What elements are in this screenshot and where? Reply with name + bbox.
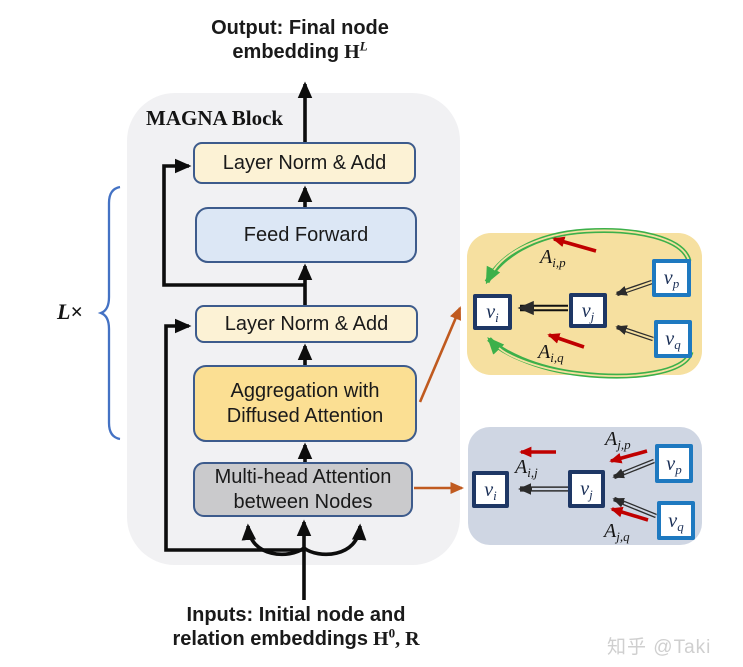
attention-label-ajq-base: A	[604, 520, 617, 542]
output-label-line2: embedding	[232, 41, 340, 63]
arrow-input-curve-right	[302, 523, 367, 557]
callout-arrow-aggregation	[418, 306, 462, 403]
residual-skip-upper	[162, 158, 305, 287]
block-layer-norm-mid: Layer Norm & Add	[195, 305, 418, 343]
onehop-node-vp-label: v	[666, 452, 676, 475]
attention-label-aiq: Ai,q	[538, 341, 564, 365]
onehop-node-vq-sub: q	[677, 518, 684, 534]
output-symbol-h: H	[344, 41, 360, 63]
block-multi-head-line1: Multi-head Attention	[214, 465, 392, 488]
attention-label-aiq-base: A	[538, 341, 551, 363]
input-symbol-h: H	[373, 628, 389, 650]
attention-label-aij-sub: i,j	[527, 465, 538, 480]
diffused-node-vp-label: v	[663, 267, 673, 289]
diffused-node-vp-sub: p	[672, 276, 680, 291]
block-multi-head-label: Multi-head Attention between Nodes	[215, 465, 392, 515]
edge-vq-vj-onehop-gap	[623, 502, 657, 517]
attention-label-aij-base: A	[515, 456, 528, 478]
block-aggregation-line2: Diffused Attention	[226, 404, 384, 427]
input-symbol-r: , R	[395, 628, 420, 650]
onehop-node-vp-sub: p	[675, 461, 682, 477]
attention-label-aip-base: A	[540, 246, 553, 268]
block-aggregation: Aggregation with Diffused Attention	[193, 365, 417, 442]
red-arrow-aiq	[547, 333, 585, 349]
block-aggregation-line1: Aggregation with	[230, 379, 380, 402]
block-aggregation-label: Aggregation with Diffused Attention	[227, 379, 383, 429]
attention-label-aip: Ai,p	[540, 246, 566, 270]
output-symbol-h-sup: L	[359, 38, 368, 54]
onehop-node-vj-label: v	[580, 478, 590, 500]
input-label-line1: Inputs: Initial node and	[186, 604, 406, 626]
loop-count-label: L×	[57, 299, 83, 325]
attention-label-ajp-base: A	[605, 428, 618, 450]
loop-brace	[97, 185, 121, 441]
onehop-node-vi-sub: i	[493, 487, 497, 503]
attention-label-ajq-sub: j,q	[616, 529, 630, 544]
attention-label-aiq-sub: i,q	[550, 350, 564, 365]
green-curve-top-gap	[493, 229, 690, 271]
input-symbol-h-sup: 0	[388, 625, 396, 641]
attention-label-ajq: Aj,q	[604, 520, 630, 544]
diffused-node-vi: vi	[473, 294, 512, 330]
block-multi-head-line2: between Nodes	[233, 490, 373, 513]
onehop-node-vi: vi	[472, 471, 509, 508]
block-multi-head-attention: Multi-head Attention between Nodes	[193, 462, 413, 517]
diffused-node-vj: vj	[569, 293, 607, 328]
diffused-node-vj-label: v	[581, 299, 591, 322]
red-arrow-ajq	[610, 506, 649, 522]
diffused-node-vp: vp	[652, 259, 691, 297]
attention-label-ajp-sub: j,p	[617, 437, 631, 452]
diffused-node-vq-label: v	[665, 328, 675, 350]
input-label: Inputs: Initial node and relation embedd…	[146, 603, 446, 651]
red-arrow-aip	[552, 236, 597, 253]
output-label-line1: Output: Final node	[211, 17, 389, 39]
loop-count-l: L	[57, 299, 71, 324]
diffused-node-vj-sub: j	[590, 308, 595, 324]
residual-skip-lower	[164, 318, 304, 552]
edge-vp-vj-onehop-gap	[623, 460, 655, 474]
edge-vp-vj-diffused-gap	[625, 281, 653, 292]
onehop-node-vi-label: v	[484, 478, 494, 501]
onehop-node-vq-label: v	[668, 509, 678, 532]
diffused-node-vi-label: v	[486, 301, 496, 323]
block-feed-forward-label: Feed Forward	[243, 223, 369, 246]
onehop-node-vj-sub: j	[589, 487, 593, 502]
block-layer-norm-top-label: Layer Norm & Add	[222, 151, 387, 174]
diffused-node-vq: vq	[654, 320, 692, 358]
red-arrow-ajp	[609, 449, 648, 464]
block-feed-forward: Feed Forward	[195, 207, 417, 263]
edge-vq-vj-diffused-gap	[625, 329, 654, 340]
attention-label-aip-sub: i,p	[552, 255, 566, 270]
magna-block-title: MAGNA Block	[146, 106, 284, 130]
watermark: 知乎 @Taki	[607, 637, 712, 658]
input-label-line2: relation embeddings	[172, 628, 369, 650]
attention-label-aij: Ai,j	[515, 456, 538, 480]
block-layer-norm-top: Layer Norm & Add	[193, 142, 416, 184]
loop-count-times: ×	[70, 299, 83, 324]
green-curve-bottom-gap	[498, 347, 692, 377]
onehop-node-vp: vp	[655, 444, 693, 483]
block-layer-norm-mid-label: Layer Norm & Add	[224, 312, 389, 335]
attention-label-ajp: Aj,p	[605, 428, 631, 452]
diffused-node-vi-sub: i	[495, 310, 499, 325]
diffused-node-vq-sub: q	[674, 337, 681, 352]
onehop-node-vj: vj	[568, 470, 605, 508]
onehop-node-vq: vq	[657, 501, 695, 540]
